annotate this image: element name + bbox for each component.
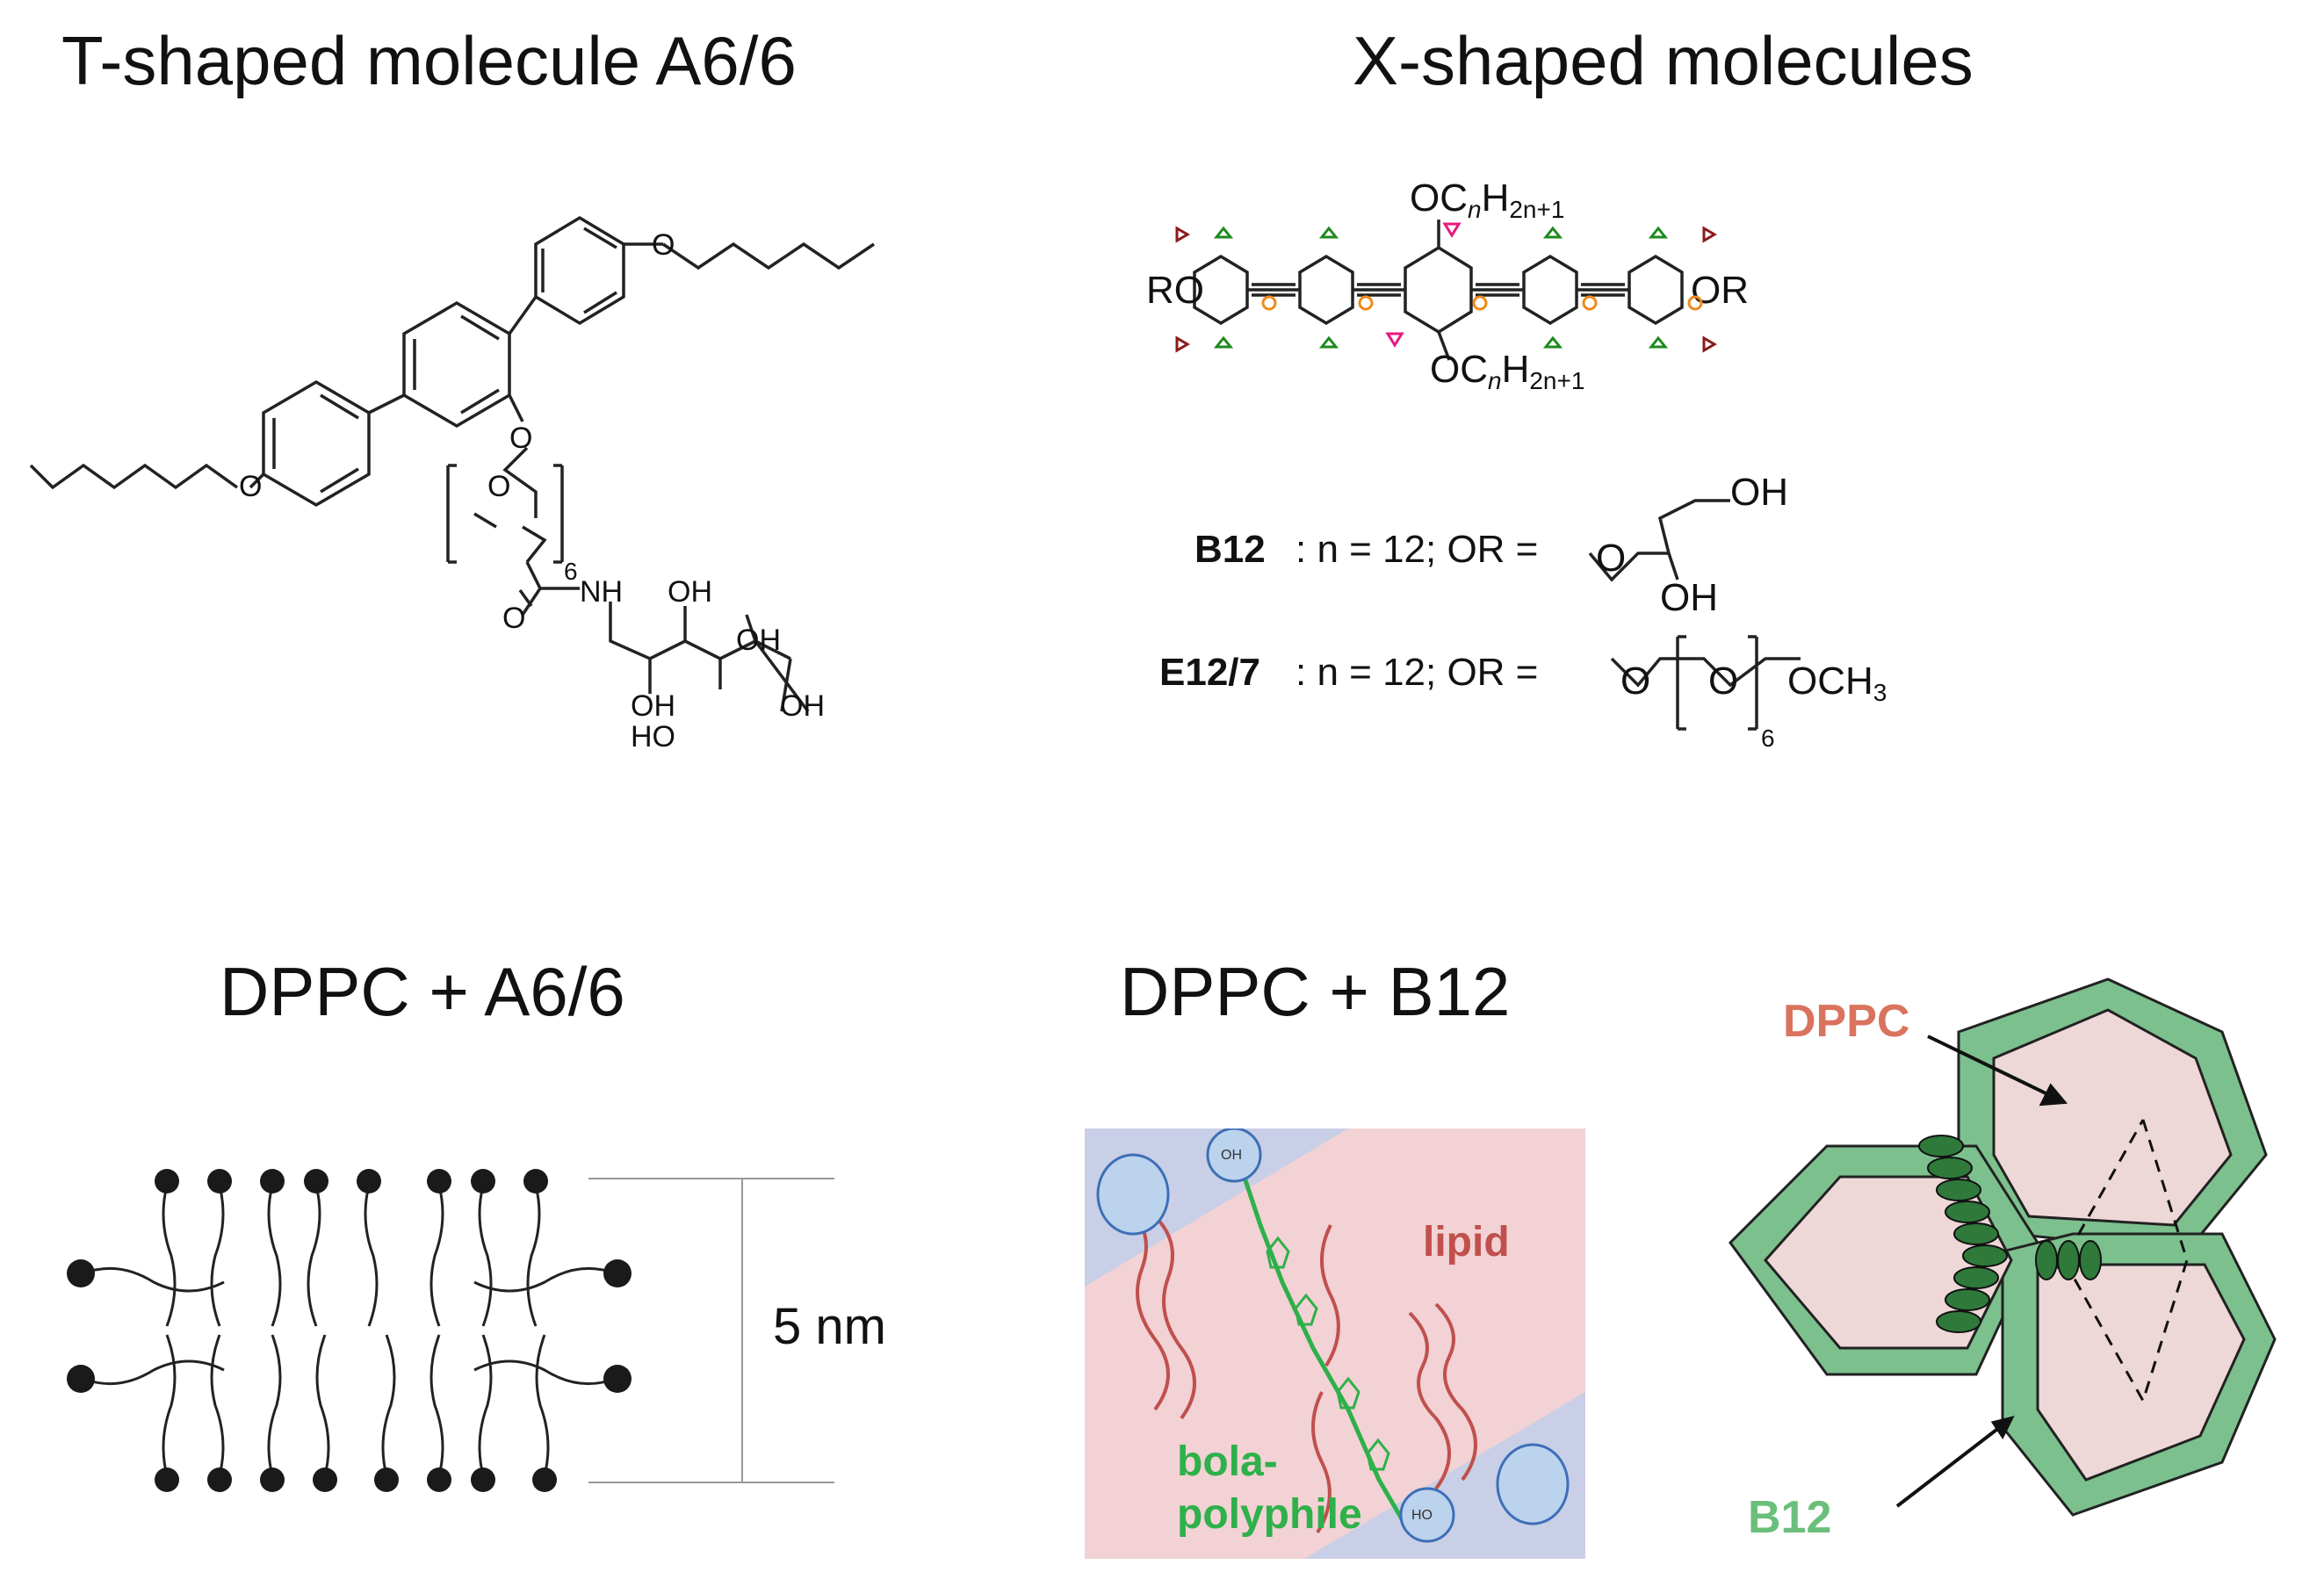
b12-oh-2: OH [1660,576,1718,619]
honeycomb-b12-label: B12 [1748,1492,1831,1543]
lipid-label: lipid [1423,1219,1510,1266]
honeycomb-diagram: DPPC B12 [1729,977,2277,1543]
e12-repeat: 6 [1761,725,1775,752]
e12-name: E12/7 [1159,651,1260,694]
t-nh: NH [580,575,623,609]
bola-label-1: bola- [1177,1439,1278,1485]
lipid-bola-panel: OH HO lipid bola- polyphile [1085,1129,1585,1559]
b12-o: O [1596,537,1626,580]
x-shaped-structure: RO OR OCnH2n+1 OCnH2n+1 B12 : n = 12; OR… [1146,177,1887,752]
hex-cell-right [2036,1263,2246,1482]
bola-ho-bottom: HO [1411,1508,1433,1523]
bola-label-2: polyphile [1177,1491,1362,1538]
b12-oh-1: OH [1730,471,1788,514]
e12-o-1: O [1620,660,1650,703]
t-oh-3: OH [631,689,675,723]
bilayer-thickness-label: 5 nm [773,1298,886,1355]
title-dppc-a6: DPPC + A6/6 [220,953,625,1030]
b12-name: B12 [1194,528,1266,571]
x-oc-top: OCnH2n+1 [1410,177,1564,223]
t-ho: HO [631,720,675,754]
hex-cell-top [1992,1008,2233,1227]
t-oh-1: OH [668,575,712,609]
t-o-left: O [239,470,262,503]
t-o-carbonyl: O [502,602,525,635]
e12-def: : n = 12; OR = [1296,651,1538,694]
t-oh-2: OH [736,624,781,657]
bilayer-diagram: 5 nm [67,1169,886,1492]
t-oh-4: OH [780,689,825,723]
t-shaped-structure: O O O O 6 O NH OH OH OH HO OH [29,215,875,754]
title-t-shaped: T-shaped molecule A6/6 [61,22,797,99]
e12-o-2: O [1708,660,1738,703]
x-ro: RO [1146,269,1204,312]
t-o-mid: O [509,422,532,455]
t-o-ether: O [487,470,510,503]
title-dppc-b12: DPPC + B12 [1120,953,1511,1030]
title-x-shaped: X-shaped molecules [1353,22,1974,99]
e12-och3: OCH3 [1787,660,1887,706]
honeycomb-dppc-label: DPPC [1783,996,1909,1047]
x-oc-bottom: OCnH2n+1 [1430,348,1584,394]
bola-oh-top: OH [1221,1148,1242,1163]
t-o-top: O [652,228,675,262]
b12-def: : n = 12; OR = [1296,528,1538,571]
t-repeat: 6 [564,558,578,585]
